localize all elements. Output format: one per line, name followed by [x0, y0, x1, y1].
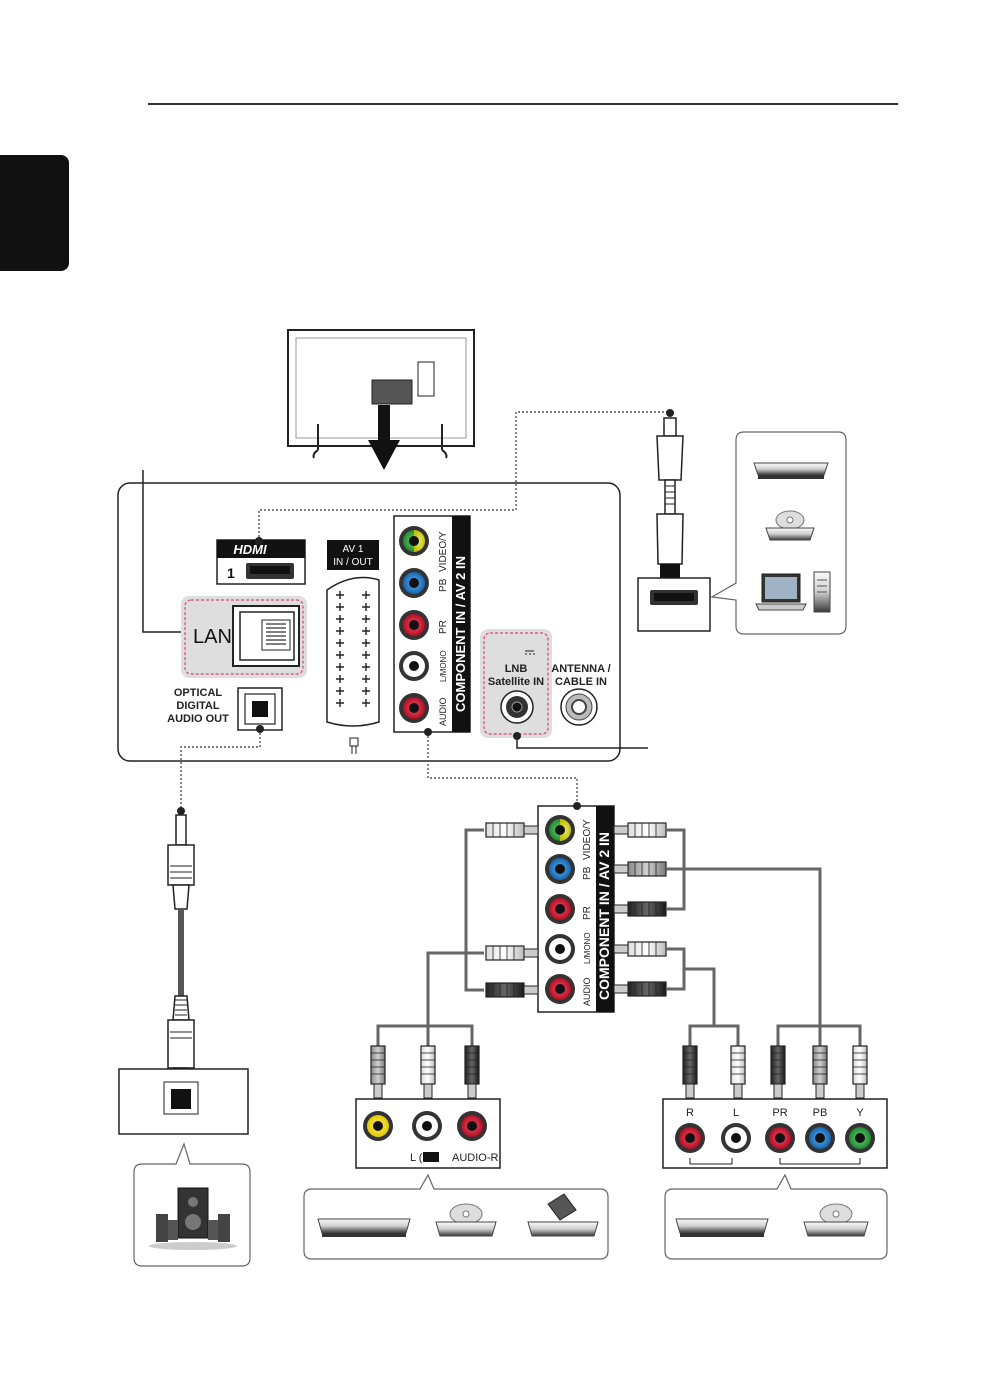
component-device-y-label: Y — [856, 1107, 864, 1119]
composite-devices-bubble — [304, 1175, 608, 1259]
lnb-label-1: LNB — [505, 663, 528, 675]
optical-label-2: DIGITAL — [176, 700, 219, 712]
center-jack-pb-label: PB — [582, 866, 593, 880]
rca-plug-pb-right — [614, 862, 666, 876]
av1-label-2: IN / OUT — [333, 557, 372, 568]
panel-component-strip: COMPONENT IN / AV 2 IN VIDEO/Y PB PR L/M… — [394, 516, 470, 732]
pc-icon — [756, 572, 830, 612]
lan-label: LAN — [193, 626, 232, 648]
hdmi-device-port-box — [638, 578, 710, 631]
component-devices-bubble — [665, 1175, 887, 1259]
antenna-label-1: ANTENNA / — [551, 663, 610, 675]
tv-back-illustration — [288, 330, 474, 470]
rca-plug-device-r — [683, 1046, 697, 1098]
center-jack-lmono-label: L/MONO — [583, 932, 592, 964]
lnb-port-group: LNB Satellite IN — [480, 629, 552, 738]
hdmi-port-group: HDMI 1 — [217, 540, 305, 584]
center-jack-video-label: VIDEO/Y — [582, 819, 593, 860]
panel-jack-pr-label: PR — [438, 620, 449, 634]
rca-plug-audio-r-right — [614, 982, 666, 996]
optical-label-1: OPTICAL — [174, 687, 223, 699]
lan-port-group: LAN — [181, 596, 307, 678]
hdmi-port-number: 1 — [227, 565, 235, 581]
antenna-label-2: CABLE IN — [555, 676, 607, 688]
panel-jack-pb-label: PB — [438, 578, 449, 592]
rca-plug-audio-l-left — [486, 946, 538, 960]
lnb-label-2: Satellite IN — [488, 676, 544, 688]
center-component-strip: COMPONENT IN / AV 2 IN VIDEO/Y PB PR L/M… — [538, 806, 614, 1012]
panel-jack-audio-label: AUDIO — [438, 697, 448, 726]
composite-audio-r-label: AUDIO-R — [452, 1152, 499, 1164]
rca-plug-device-l — [731, 1046, 745, 1098]
panel-strip-title: COMPONENT IN / AV 2 IN — [453, 556, 468, 712]
rca-plug-device-video — [371, 1046, 385, 1098]
center-jack-audio-label: AUDIO — [582, 977, 592, 1006]
hdmi-cable — [657, 409, 683, 582]
center-strip-title: COMPONENT IN / AV 2 IN — [596, 832, 612, 1000]
rca-plug-audio-l-right — [614, 942, 666, 956]
av1-label-1: AV 1 — [343, 544, 364, 555]
hdmi-logo: HDMI — [233, 542, 267, 557]
rca-plug-pr-right — [614, 902, 666, 916]
rca-plug-device-pr — [771, 1046, 785, 1098]
home-theater-bubble — [134, 1144, 250, 1266]
rca-plug-device-audio-l — [421, 1046, 435, 1098]
optical-cable — [168, 807, 194, 1098]
composite-device-port-box: L ( AUDIO-R — [356, 1099, 500, 1168]
rca-plug-audio-r-left — [486, 983, 538, 997]
rca-plug-device-pb — [813, 1046, 827, 1098]
panel-jack-lmono-label: L/MONO — [439, 650, 448, 682]
rca-plug-video-left — [486, 823, 538, 837]
blu-ray-player-icon — [676, 1219, 768, 1237]
component-device-pb-label: PB — [813, 1107, 828, 1119]
blu-ray-player-icon — [754, 463, 828, 479]
optical-label-3: AUDIO OUT — [167, 713, 229, 725]
home-theater-port-box — [119, 1069, 248, 1134]
av-cables — [378, 830, 860, 1046]
center-jack-pr-label: PR — [582, 906, 593, 920]
component-device-r-label: R — [686, 1107, 694, 1119]
blu-ray-player-icon — [318, 1219, 410, 1237]
rca-plug-device-y — [853, 1046, 867, 1098]
component-device-port-box: R L PR PB Y — [663, 1099, 887, 1168]
hdmi-devices-bubble — [712, 432, 846, 634]
panel-jack-video-label: VIDEO/Y — [438, 531, 449, 572]
component-device-pr-label: PR — [772, 1107, 787, 1119]
composite-audio-l-label: L ( — [410, 1152, 423, 1164]
rca-plug-device-audio-r — [465, 1046, 479, 1098]
rca-plug-y-right — [614, 823, 666, 837]
component-device-l-label: L — [733, 1107, 739, 1119]
